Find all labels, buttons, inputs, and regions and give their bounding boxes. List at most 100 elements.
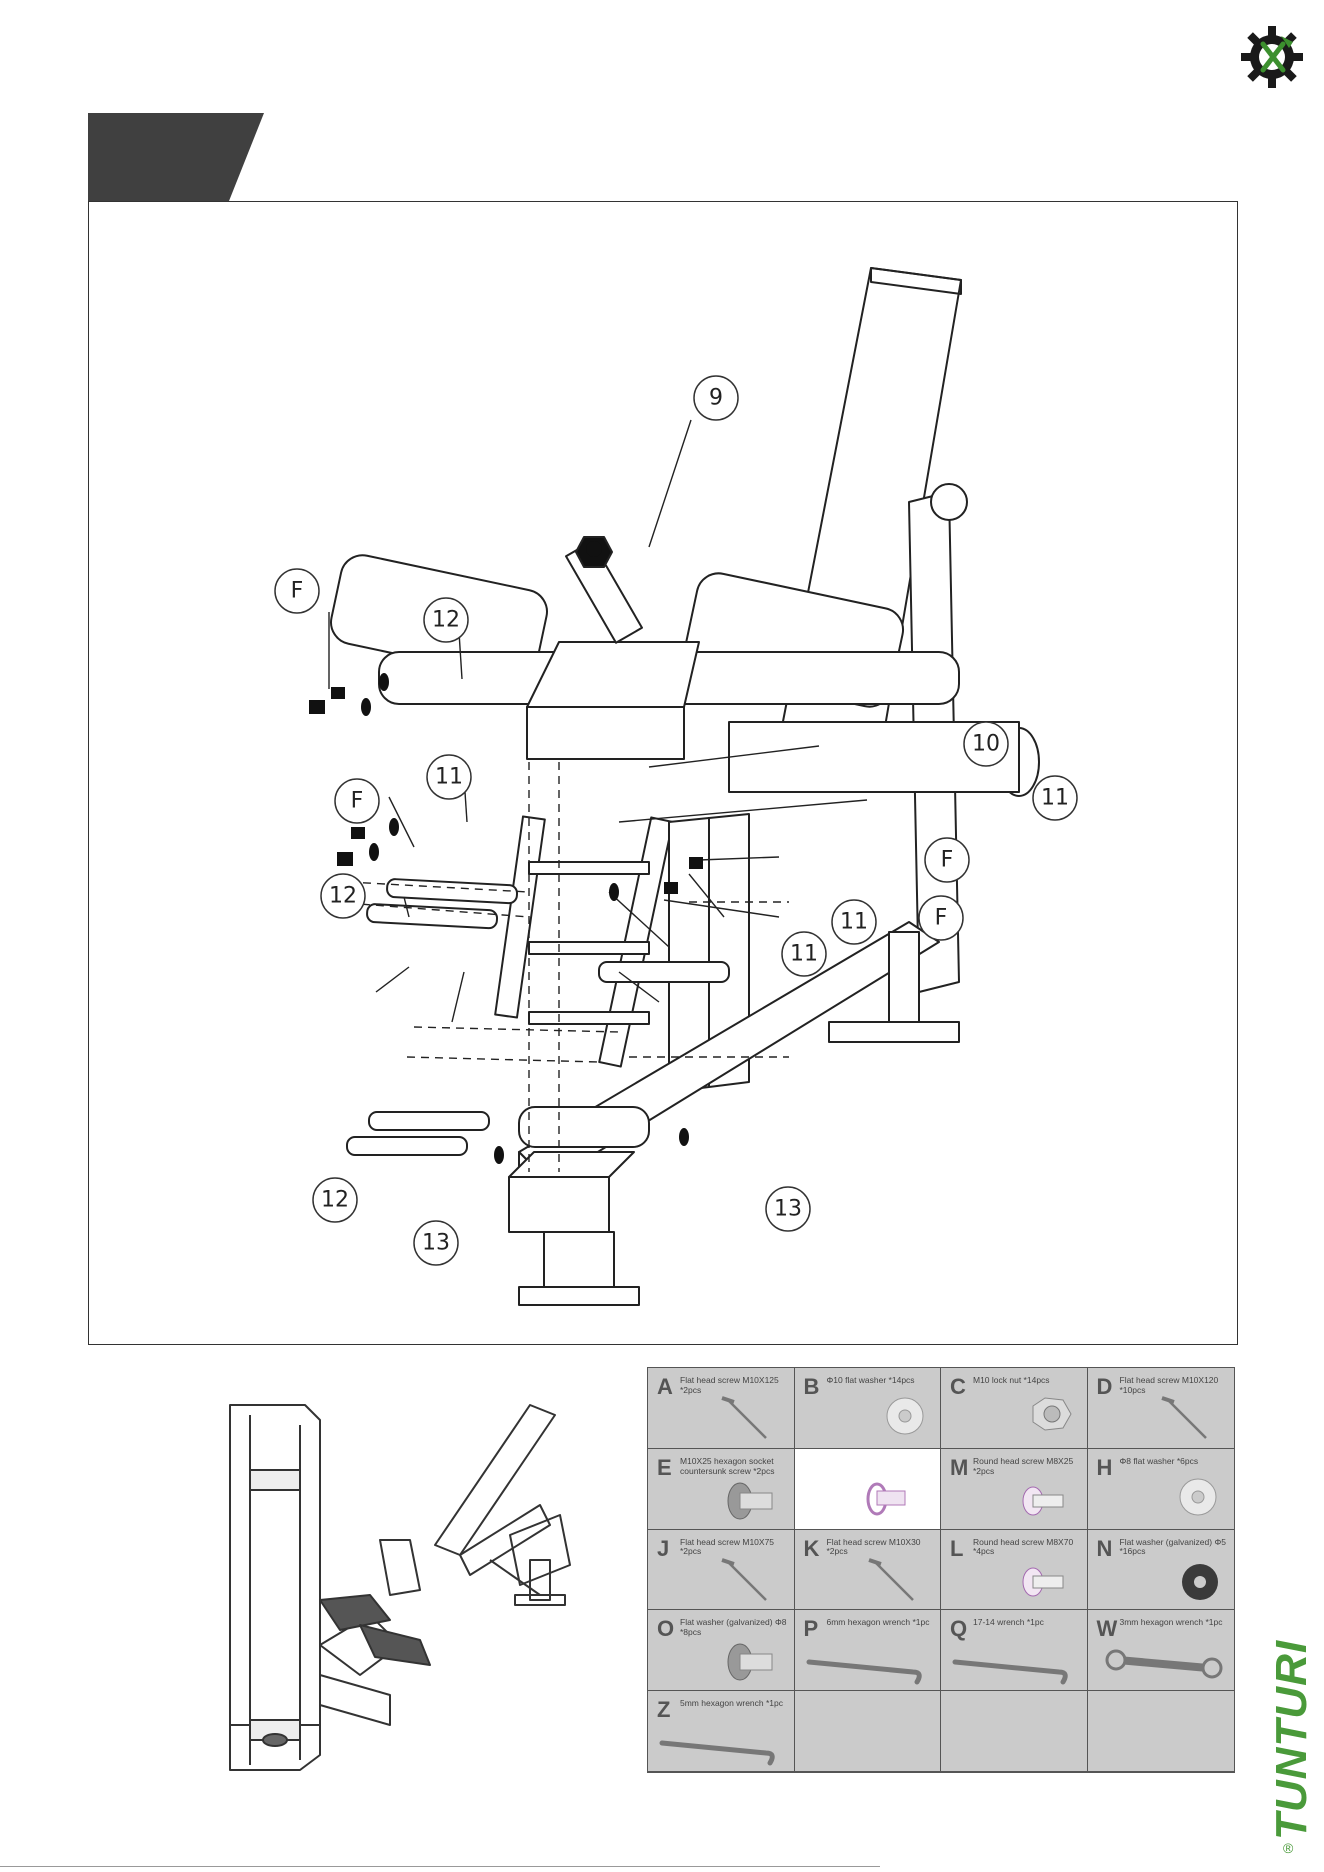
part-cell: P 6mm hexagon wrench *1pc <box>794 1610 941 1692</box>
part-description: Φ10 flat washer *14pcs <box>826 1375 915 1385</box>
parts-list-grid: A Flat head screw M10X125 *2pcs B Φ10 flat … <box>647 1367 1235 1773</box>
machine-preview-illustration <box>229 1404 571 1771</box>
part-cell: H Φ8 flat washer *6pcs <box>1087 1448 1234 1530</box>
part-cell: E M10X25 hexagon socket countersunk screw… <box>648 1448 795 1530</box>
part-letter: C <box>950 1374 966 1399</box>
hex-wrench-icon <box>806 1659 922 1685</box>
callout-11-3: 11 <box>831 899 877 945</box>
dark-washer-icon <box>1181 1563 1218 1600</box>
part-description: Flat head screw M10X75 *2pcs <box>680 1536 775 1557</box>
callout-12-3: 12 <box>312 1177 358 1223</box>
part-description: 5mm hexagon wrench *1pc <box>680 1698 784 1709</box>
callout-f-1: F <box>274 568 320 614</box>
svg-text:12: 12 <box>432 608 460 633</box>
part-description: Round head screw M8X70 *4pcs <box>973 1536 1074 1557</box>
long-screw-icon <box>867 1557 914 1601</box>
part-cell <box>794 1448 941 1530</box>
part-description: Flat washer (galvanized) Φ5 *16pcs <box>1119 1536 1226 1557</box>
washer-icon <box>1179 1478 1216 1516</box>
callout-12-1: 12 <box>423 597 469 643</box>
callout-f-4: F <box>918 895 964 941</box>
part-cell: B Φ10 flat washer *14pcs <box>794 1368 941 1449</box>
socket-screw-icon <box>727 1643 773 1681</box>
part-letter: D <box>1096 1374 1113 1399</box>
lock-nut-icon <box>1032 1397 1072 1431</box>
part-letter: P <box>803 1616 819 1642</box>
brand-registered-mark: ® <box>1283 1840 1294 1856</box>
part-letter: E <box>657 1454 672 1480</box>
part-cell: Q 17-14 wrench *1pc <box>941 1610 1088 1692</box>
callout-11-4: 11 <box>781 931 827 977</box>
svg-text:F: F <box>941 848 954 873</box>
part-letter: L <box>950 1535 964 1561</box>
long-screw-icon <box>721 1396 767 1439</box>
part-cell: N Flat washer (galvanized) Φ5 *16pcs <box>1087 1529 1234 1611</box>
svg-text:13: 13 <box>422 1231 450 1256</box>
callout-13-2: 13 <box>765 1186 811 1232</box>
part-letter: A <box>657 1374 673 1399</box>
part-description: Φ8 flat washer *6pcs <box>1119 1455 1199 1466</box>
round-screw-icon <box>1022 1486 1064 1516</box>
pink-screw-icon <box>866 1482 905 1516</box>
round-screw-icon <box>1022 1567 1064 1597</box>
part-cell: A Flat head screw M10X125 *2pcs <box>648 1368 795 1449</box>
part-letter: J <box>657 1535 670 1561</box>
socket-screw-icon <box>727 1482 773 1520</box>
part-cell: D Flat head screw M10X120 *10pcs <box>1087 1368 1234 1449</box>
part-letter: B <box>803 1374 820 1399</box>
brand-logo: TUNTURI <box>1267 1639 1316 1840</box>
callout-12-2: 12 <box>320 873 366 919</box>
part-letter: O <box>657 1616 675 1642</box>
washer-icon <box>886 1397 923 1435</box>
part-cell: J Flat head screw M10X75 *2pcs <box>648 1529 795 1611</box>
part-description: Flat head screw M10X125 *2pcs <box>680 1375 779 1395</box>
open-wrench-icon <box>1105 1649 1222 1679</box>
exploded-assembly-drawing: 9 F 12 F 11 10 11 F F 12 11 11 12 13 13 <box>274 267 1078 1306</box>
callout-9: 9 <box>693 375 739 421</box>
part-cell: K Flat head screw M10X30 *2pcs <box>794 1529 941 1611</box>
svg-text:11: 11 <box>435 765 463 790</box>
part-letter: Z <box>657 1697 671 1723</box>
part-description: Flat head screw M10X120 *10pcs <box>1119 1375 1219 1395</box>
assembly-drawing-frame: 9 F 12 F 11 10 11 F F 12 11 11 12 13 13 <box>88 201 1238 1345</box>
callout-11-2: 11 <box>1032 775 1078 821</box>
part-description: 6mm hexagon wrench *1pc <box>826 1617 930 1628</box>
hex-wrench-icon <box>952 1659 1068 1685</box>
part-cell: C M10 lock nut *14pcs <box>941 1368 1088 1449</box>
svg-text:12: 12 <box>329 884 357 909</box>
callout-f-3: F <box>924 837 970 883</box>
callout-10: 10 <box>963 721 1009 767</box>
svg-text:13: 13 <box>774 1197 802 1222</box>
part-description: 3mm hexagon wrench *1pc <box>1119 1617 1223 1628</box>
callout-11-1: 11 <box>426 754 472 800</box>
part-description: M10 lock nut *14pcs <box>973 1375 1050 1385</box>
long-screw-icon <box>721 1557 767 1601</box>
part-cell: L Round head screw M8X70 *4pcs <box>941 1529 1088 1611</box>
part-cell <box>794 1691 941 1772</box>
svg-text:11: 11 <box>840 910 868 935</box>
svg-text:12: 12 <box>321 1188 349 1213</box>
part-description: Flat head screw M10X30 *2pcs <box>826 1536 921 1557</box>
part-letter: M <box>950 1454 969 1480</box>
hex-wrench-icon <box>659 1740 775 1766</box>
bottom-rule <box>0 1866 880 1867</box>
part-letter: W <box>1096 1616 1118 1642</box>
part-letter: N <box>1096 1535 1113 1561</box>
part-cell: Z 5mm hexagon wrench *1pc <box>648 1691 795 1772</box>
part-description: M10X25 hexagon socket countersunk screw … <box>680 1455 775 1476</box>
part-description: 17-14 wrench *1pc <box>973 1617 1044 1628</box>
svg-text:F: F <box>351 789 364 814</box>
gear-wrench-icon <box>1241 26 1303 88</box>
svg-text:9: 9 <box>709 386 723 411</box>
part-letter: K <box>803 1535 820 1561</box>
svg-text:F: F <box>935 906 948 931</box>
svg-text:10: 10 <box>972 732 1000 757</box>
long-screw-icon <box>1160 1396 1207 1439</box>
svg-text:11: 11 <box>790 942 818 967</box>
step-tab <box>88 113 264 201</box>
part-description: Flat washer (galvanized) Φ8 *8pcs <box>680 1617 787 1638</box>
part-letter: Q <box>950 1616 968 1642</box>
part-letter: H <box>1096 1454 1113 1480</box>
